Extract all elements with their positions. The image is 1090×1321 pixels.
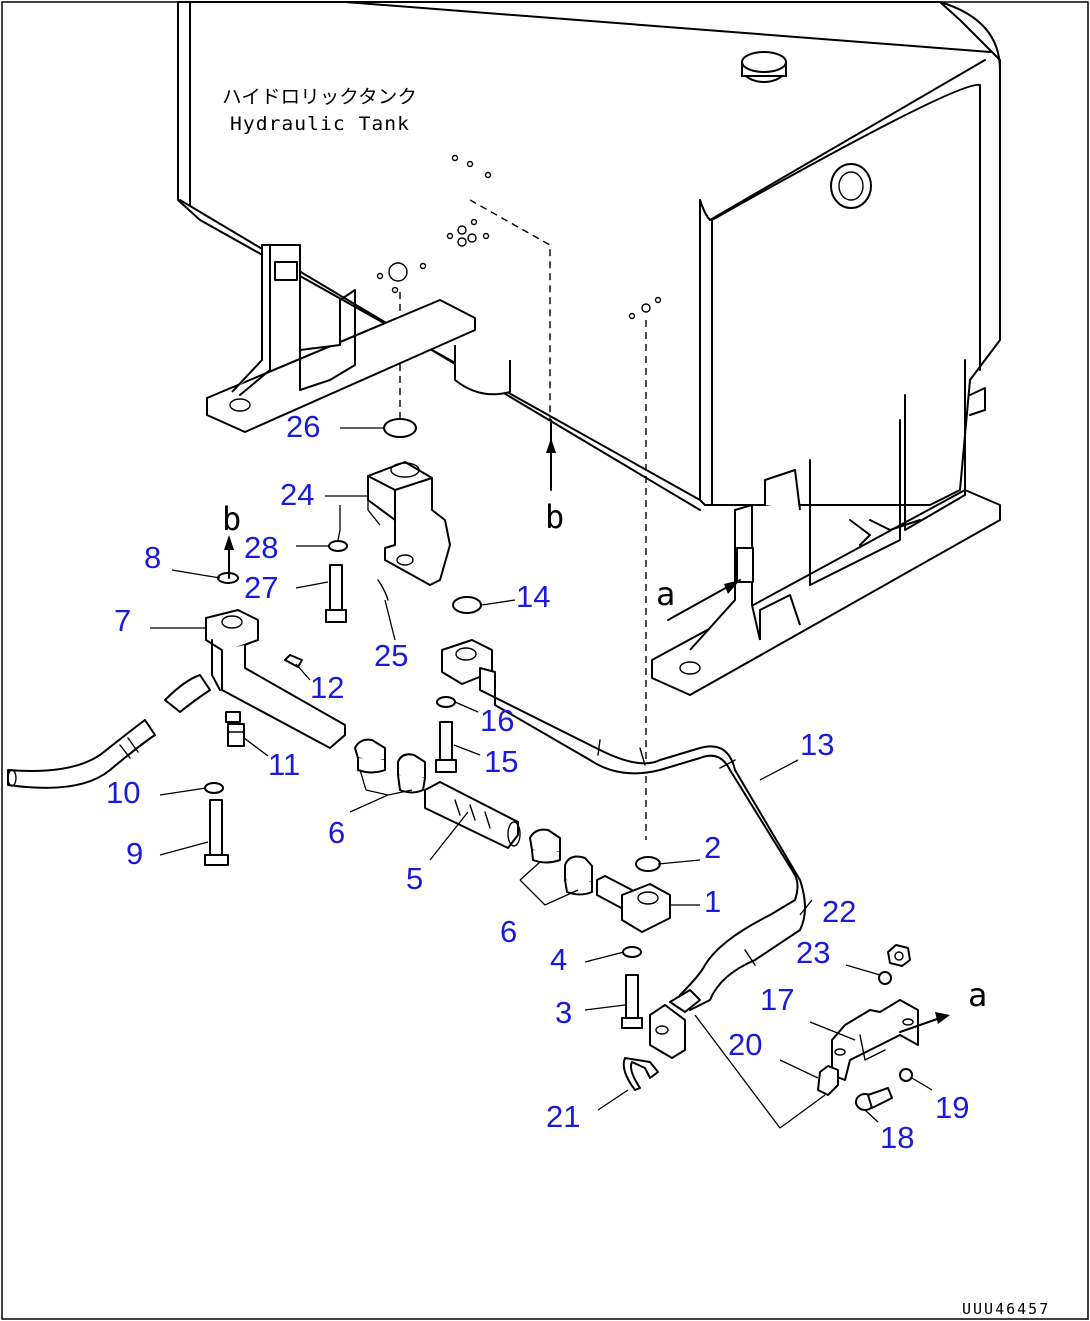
right-mount-bracket: [651, 359, 1001, 696]
part-10-hose: [7, 674, 211, 789]
callout-11: 11: [268, 747, 300, 782]
part-6-clamps-upper: [354, 738, 426, 794]
view-arrow-a-lower: [899, 1012, 950, 1033]
part-20-clamp: [817, 1065, 839, 1096]
bolt-15: [435, 721, 457, 773]
mounting-holes: [376, 154, 662, 320]
callout-23: 23: [796, 935, 830, 970]
callout-4: 4: [550, 942, 567, 977]
view-arrow-a-upper: [667, 579, 741, 621]
leader-lines: [150, 427, 933, 1129]
callout-27: 27: [244, 570, 278, 605]
part-24-elbow: [367, 461, 451, 601]
callout-3: 3: [555, 995, 572, 1030]
view-marker-a-lower: a: [968, 976, 987, 1014]
tank-label-en: Hydraulic Tank: [230, 113, 410, 135]
filler-cap-icon: [741, 51, 787, 83]
view-marker-b-right: b: [545, 498, 564, 536]
o-ring-26: [383, 418, 417, 438]
callout-15: 15: [484, 744, 518, 779]
washer-28: [328, 540, 348, 552]
part-1-flange: [596, 875, 671, 933]
callout-20: 20: [728, 1027, 762, 1062]
washer-19: [899, 1068, 913, 1082]
callout-9: 9: [126, 836, 143, 871]
part-5-hose: [424, 781, 521, 849]
view-marker-a-upper: a: [656, 575, 675, 613]
bolt-27: [325, 564, 347, 623]
washer-16: [436, 696, 456, 708]
callout-6-upper: 6: [328, 815, 345, 850]
callout-18: 18: [880, 1120, 914, 1155]
callout-17: 17: [760, 982, 794, 1017]
callout-21: 21: [546, 1099, 580, 1134]
callout-13: 13: [800, 727, 834, 762]
o-ring-14: [452, 596, 482, 614]
view-arrow-b-right: [546, 419, 556, 491]
part-17-bracket: [831, 999, 919, 1081]
callout-6-lower: 6: [500, 914, 517, 949]
sight-gauge-icon: [830, 163, 872, 209]
callout-28: 28: [244, 530, 278, 565]
part-13-main-pipe: [441, 639, 806, 1011]
tank-label-jp: ハイドロリックタンク: [222, 86, 417, 108]
washer-23: [878, 971, 892, 985]
washer-4: [622, 946, 642, 958]
left-mount-bracket: [206, 244, 476, 433]
callout-26: 26: [286, 409, 320, 444]
part-7-flange-pipe: [205, 609, 346, 749]
callout-5: 5: [406, 861, 423, 896]
o-ring-2: [635, 856, 661, 872]
hydraulic-tank: [177, 1, 1001, 840]
callout-7: 7: [114, 603, 131, 638]
view-arrow-b-left: [224, 535, 234, 579]
callout-12: 12: [310, 670, 344, 705]
bolt-9: [204, 799, 229, 866]
part-18-bolt: [855, 1087, 893, 1111]
view-marker-b-left: b: [222, 500, 241, 538]
bolt-3: [621, 974, 643, 1029]
part-11-plug: [225, 711, 245, 747]
callout-25: 25: [374, 638, 408, 673]
callout-16: 16: [480, 703, 514, 738]
callout-2: 2: [704, 830, 721, 865]
callout-numbers: 1 2 3 4 5 6 6 7 8 9 10 11 12 13 14 15 16…: [106, 409, 969, 1155]
part-21-clip: [622, 1057, 659, 1091]
callout-1: 1: [704, 884, 721, 919]
callout-10: 10: [106, 775, 140, 810]
nut-22: [887, 944, 911, 967]
drawing-code: UUU46457: [962, 1300, 1050, 1318]
part-22-23-hose-flange: [649, 989, 701, 1059]
part-6-clamps-lower: [529, 828, 593, 896]
callout-24: 24: [280, 477, 314, 512]
callout-8: 8: [144, 540, 161, 575]
callout-19: 19: [935, 1090, 969, 1125]
callout-22: 22: [822, 894, 856, 929]
washer-10: [204, 782, 224, 794]
callout-14: 14: [516, 579, 550, 614]
